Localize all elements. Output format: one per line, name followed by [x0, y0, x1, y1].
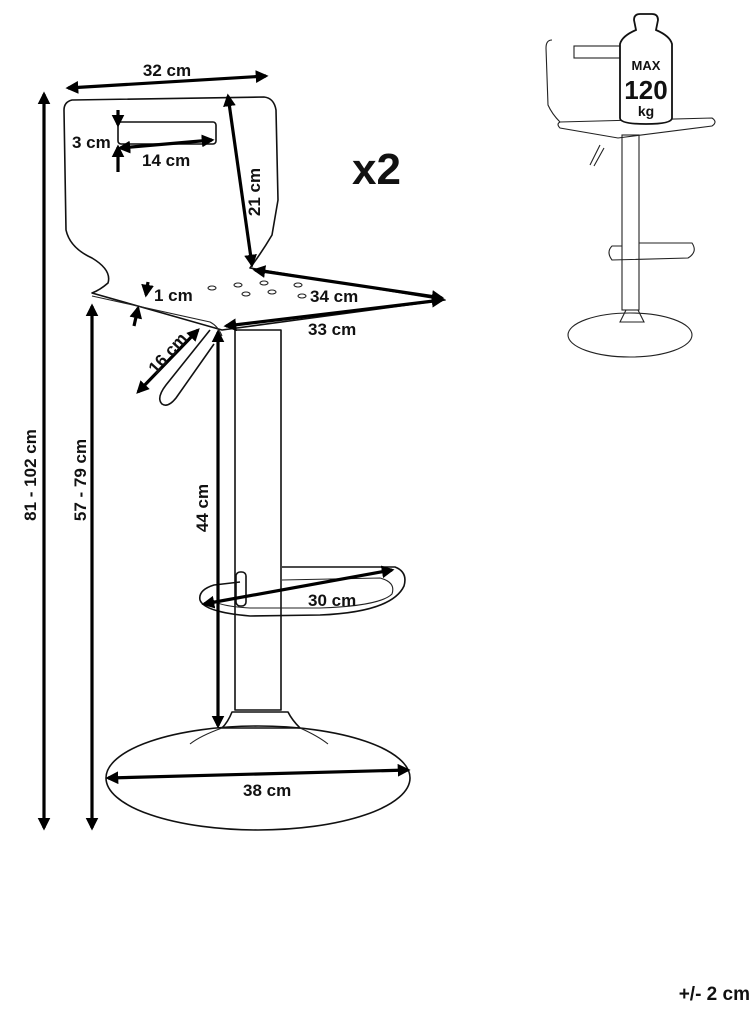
seat-depth-bottom-label: 33 cm [308, 320, 356, 339]
dimension-arrows [37, 70, 445, 831]
backrest-height-label: 21 cm [245, 168, 264, 216]
thumbnail-stool [545, 39, 716, 358]
handle-width-label: 14 cm [142, 151, 190, 170]
max-label: MAX [632, 58, 661, 73]
max-load-value: 120 [624, 75, 667, 105]
max-load-unit: kg [638, 103, 654, 119]
footrest-width-label: 30 cm [308, 591, 356, 610]
seat-depth-top-label: 34 cm [310, 287, 358, 306]
quantity-label: x2 [352, 145, 401, 194]
column-height-label: 44 cm [193, 484, 212, 532]
handle-height-label: 3 cm [72, 133, 111, 152]
backrest-outline [63, 96, 446, 331]
lever-length-label: 16 cm [145, 329, 191, 378]
base-diameter-label: 38 cm [243, 781, 291, 800]
seat-thickness-label: 1 cm [154, 286, 193, 305]
seat-height-label: 57 - 79 cm [71, 439, 90, 521]
seat-width-label: 32 cm [143, 61, 191, 80]
total-height-label: 81 - 102 cm [21, 429, 40, 521]
tolerance-label: +/- 2 cm [679, 984, 750, 1005]
column [234, 329, 282, 711]
seat-holes [207, 280, 307, 299]
weight-icon: MAX 120 kg [619, 13, 673, 125]
dimension-labels: 32 cm 3 cm 14 cm 21 cm 1 cm 34 cm 33 cm … [21, 61, 358, 800]
